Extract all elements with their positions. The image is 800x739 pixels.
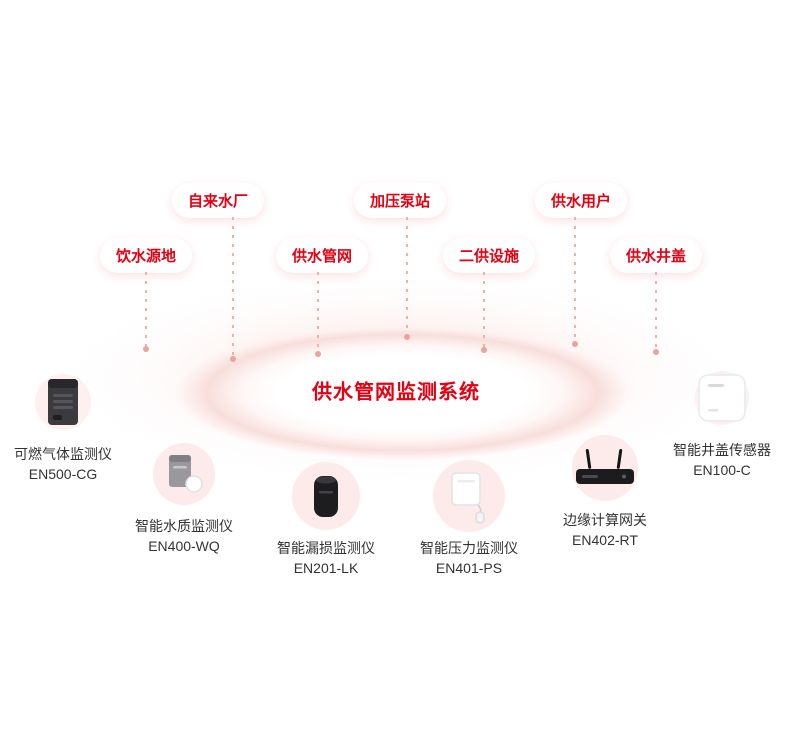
leader-line-manhole-cover	[655, 272, 657, 351]
leak-monitor-icon	[305, 471, 347, 521]
category-badge-booster-pump-station: 加压泵站	[353, 183, 447, 218]
category-badge-waterworks: 自来水厂	[171, 183, 265, 218]
device-model: EN100-C	[693, 462, 751, 478]
device-gas-detector: 可燃气体监测仪 EN500-CG	[0, 366, 143, 484]
device-model: EN401-PS	[435, 560, 503, 576]
pressure-monitor-icon	[445, 468, 493, 524]
device-manhole-sensor: 智能井盖传感器 EN100-C	[642, 362, 800, 480]
device-name: 智能压力监测仪	[420, 540, 518, 556]
device-highlight-circle	[572, 435, 638, 501]
leader-line-booster-pump-station	[406, 217, 408, 336]
device-model: EN400-WQ	[148, 538, 220, 554]
category-badge-manhole-cover: 供水井盖	[609, 238, 703, 273]
device-name: 智能井盖传感器	[673, 442, 771, 458]
category-badge-secondary-supply-facility: 二供设施	[442, 238, 536, 273]
device-water-quality-monitor: 智能水质监测仪 EN400-WQ	[104, 438, 264, 556]
category-badge-water-users: 供水用户	[534, 183, 628, 218]
ellipse-ring	[175, 325, 630, 460]
edge-gateway-icon	[570, 445, 640, 491]
diagram-title: 供水管网监测系统	[312, 381, 480, 404]
leader-line-water-users	[574, 217, 576, 343]
device-model: EN201-LK	[293, 560, 359, 576]
leader-line-supply-pipe-network	[317, 272, 319, 353]
device-name: 智能漏损监测仪	[277, 540, 375, 556]
device-pressure-monitor: 智能压力监测仪 EN401-PS	[389, 460, 549, 578]
leader-line-secondary-supply-facility	[483, 272, 485, 349]
device-edge-gateway: 边缘计算网关 EN402-RT	[525, 432, 685, 550]
water-quality-monitor-icon	[161, 451, 207, 497]
gas-detector-icon	[41, 376, 85, 428]
device-name: 智能水质监测仪	[135, 518, 233, 534]
device-leak-monitor: 智能漏损监测仪 EN201-LK	[246, 460, 406, 578]
category-badge-drinking-water-source: 饮水源地	[99, 238, 193, 273]
manhole-sensor-icon	[695, 371, 749, 425]
device-model: EN500-CG	[28, 466, 98, 482]
leader-line-drinking-water-source	[145, 272, 147, 348]
device-name: 边缘计算网关	[563, 512, 647, 528]
category-badge-supply-pipe-network: 供水管网	[275, 238, 369, 273]
leader-line-waterworks	[232, 217, 234, 358]
device-model: EN402-RT	[572, 532, 638, 548]
device-name: 可燃气体监测仪	[14, 446, 112, 462]
